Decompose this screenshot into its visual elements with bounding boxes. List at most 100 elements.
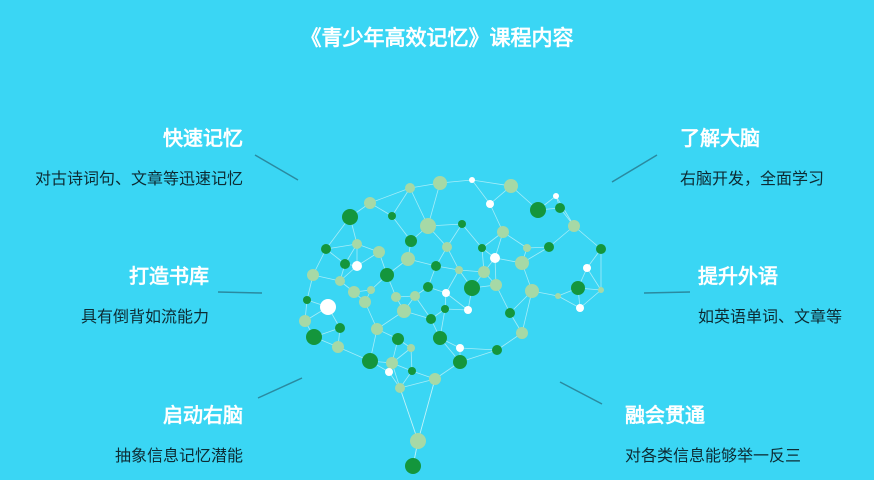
network-node [516,327,528,339]
network-nodes [299,176,606,474]
network-node [458,220,466,228]
network-node [408,367,416,375]
network-node [431,261,441,271]
network-node [453,355,467,369]
page-title: 《青少年高效记忆》课程内容 [300,26,574,50]
network-node [441,305,449,313]
network-node [385,368,393,376]
network-node [386,357,398,369]
network-node [576,304,584,312]
feature-fast-memory: 快速记忆 对古诗词句、文章等迅速记忆 [35,122,243,189]
network-node [405,183,415,193]
network-node [420,218,436,234]
network-node [515,256,529,270]
network-node [348,286,360,298]
feature-understand-brain: 了解大脑 右脑开发，全面学习 [680,122,824,189]
network-node [490,279,502,291]
connector-line [611,154,658,183]
feature-heading: 提升外语 [698,264,778,288]
network-node [555,203,565,213]
feature-description: 抽象信息记忆潜能 [114,446,243,465]
network-edge [399,378,436,389]
feature-heading: 了解大脑 [680,126,760,150]
network-node [335,276,345,286]
network-edge [461,223,483,249]
network-edge [557,295,581,309]
network-node [464,306,472,314]
network-node [364,197,376,209]
feature-description: 右脑开发，全面学习 [680,169,825,188]
feature-heading: 启动右脑 [163,403,243,427]
network-edge [417,378,436,442]
network-node [401,252,415,266]
network-node [492,345,502,355]
network-node [397,304,411,318]
network-node [392,333,404,345]
network-node [544,242,554,252]
network-node [342,209,358,225]
connector-line [217,291,263,294]
network-node [442,242,452,252]
network-node [469,177,475,183]
network-node [598,287,604,293]
network-node [490,253,500,263]
network-node [426,314,436,324]
network-edge [325,243,358,250]
network-node [380,268,394,282]
network-node [456,344,464,352]
network-node [340,259,350,269]
feature-activate-right-brain: 启动右脑 抽象信息记忆潜能 [115,399,243,466]
network-edge [471,179,491,205]
network-node [335,323,345,333]
network-node [321,244,331,254]
network-node [362,353,378,369]
network-node [332,341,344,353]
connector-line [254,154,299,181]
feature-description: 如英语单词、文章等 [698,307,843,326]
network-edge [579,289,602,309]
network-node [583,264,591,272]
network-node [553,193,559,199]
network-node [525,284,539,298]
network-edge [521,290,533,334]
connector-line [257,377,303,399]
network-node [464,280,480,296]
network-node [395,383,405,393]
network-node [433,331,447,345]
network-node [299,315,311,327]
feature-description: 对古诗词句、文章等迅速记忆 [34,169,243,188]
network-node [407,344,415,352]
network-node [478,266,490,278]
network-node [391,292,401,302]
network-edge [445,269,460,294]
network-edge [445,292,469,311]
network-node [455,266,463,274]
network-node [388,212,396,220]
network-edge [399,387,419,442]
network-node [429,373,441,385]
connector-lines [217,154,691,405]
network-node [442,289,450,297]
feature-build-library: 打造书库 具有倒背如流能力 [81,260,209,327]
network-node [530,202,546,218]
network-node [306,329,322,345]
network-node [405,458,421,474]
network-node [523,244,531,252]
network-edge [586,267,602,291]
network-node [568,220,580,232]
network-node [371,323,383,335]
network-node [320,299,336,315]
network-edge [369,187,411,204]
network-node [352,239,362,249]
network-node [486,200,494,208]
network-node [307,269,319,281]
network-edge [391,187,411,217]
network-node [352,261,362,271]
network-node [303,296,311,304]
feature-heading: 打造书库 [129,264,209,288]
network-node [555,293,561,299]
feature-description: 具有倒背如流能力 [80,307,209,326]
network-node [433,176,447,190]
feature-heading: 快速记忆 [163,126,243,150]
